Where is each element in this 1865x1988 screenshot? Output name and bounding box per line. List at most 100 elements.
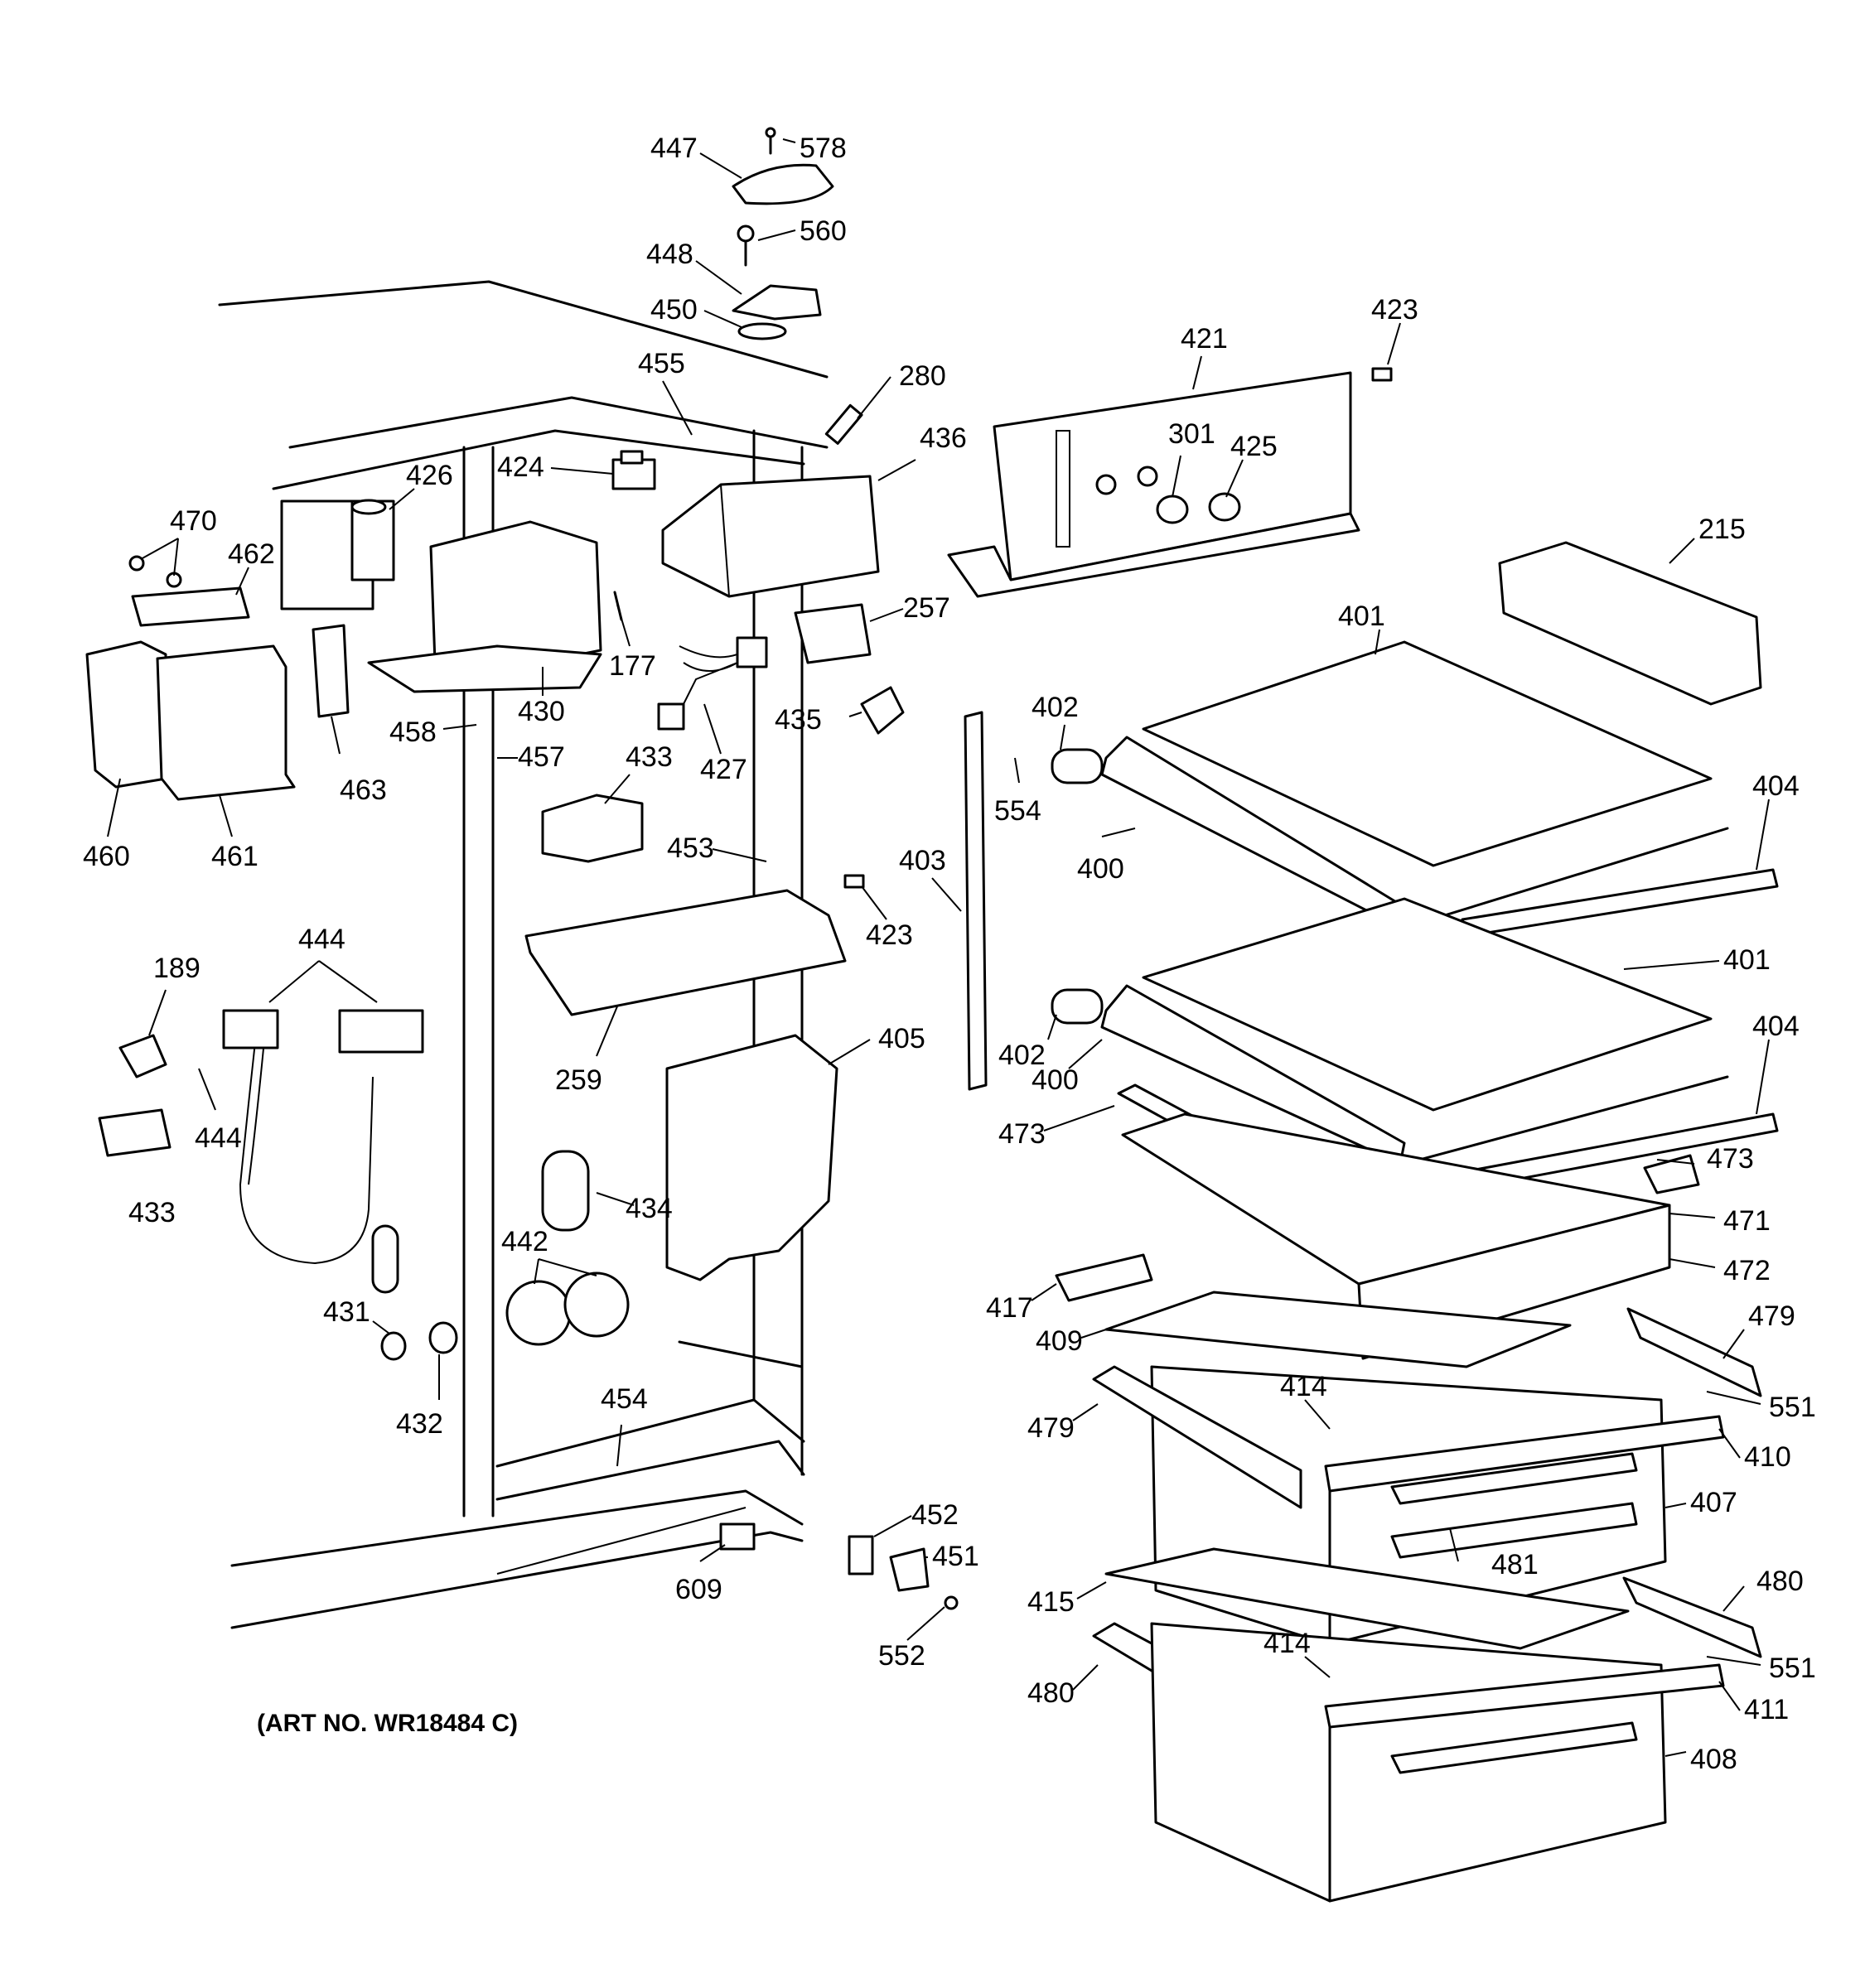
label-454: 454 — [601, 1383, 648, 1415]
label-436: 436 — [920, 422, 967, 454]
label-301: 301 — [1168, 418, 1215, 450]
slide-417 — [1055, 1253, 1153, 1302]
label-450: 450 — [650, 294, 698, 326]
label-430: 430 — [518, 696, 565, 727]
label-473-left: 473 — [998, 1118, 1046, 1150]
label-414-bottom: 414 — [1263, 1628, 1311, 1659]
label-552: 552 — [878, 1640, 925, 1672]
rail-479-left — [1092, 1365, 1302, 1509]
label-455: 455 — [638, 348, 685, 379]
label-444-mid: 444 — [195, 1122, 242, 1154]
shelf-bracket-402-mid — [1051, 988, 1104, 1025]
label-400-top: 400 — [1077, 853, 1124, 885]
fitting-189 — [118, 1034, 167, 1078]
label-460: 460 — [83, 841, 130, 872]
label-609: 609 — [675, 1574, 722, 1605]
plate-452 — [848, 1535, 874, 1575]
door-bin-215 — [1498, 541, 1762, 706]
label-427: 427 — [700, 754, 747, 785]
cold-control-442 — [505, 1271, 630, 1346]
screw-470 — [128, 555, 182, 588]
label-408: 408 — [1690, 1744, 1737, 1775]
housing-461 — [156, 644, 296, 801]
label-433-left: 433 — [128, 1197, 176, 1228]
bulb-431 — [380, 1331, 407, 1361]
label-425: 425 — [1230, 431, 1278, 462]
label-405: 405 — [878, 1023, 925, 1054]
top-hinge-448 — [732, 284, 822, 321]
grille-434 — [541, 1150, 590, 1232]
shelf-bracket-402-top — [1051, 748, 1104, 784]
housing-426 — [280, 499, 395, 610]
label-280: 280 — [899, 360, 946, 392]
label-426: 426 — [406, 460, 453, 491]
control-knob-301 — [1156, 495, 1189, 524]
support-473-right — [1643, 1154, 1700, 1194]
drawer-front-411 — [1324, 1663, 1725, 1774]
housing-460 — [85, 640, 167, 789]
label-471: 471 — [1723, 1205, 1771, 1237]
light-switch-257 — [794, 603, 872, 664]
shelf-trim-404-top — [1461, 868, 1779, 938]
label-259: 259 — [555, 1064, 602, 1096]
glass-415 — [1104, 1547, 1630, 1650]
label-480-left: 480 — [1027, 1677, 1075, 1709]
label-435: 435 — [775, 704, 822, 736]
label-472: 472 — [1723, 1255, 1771, 1286]
bumper-423-top — [1371, 367, 1393, 382]
control-knob-425 — [1208, 492, 1241, 522]
label-554: 554 — [994, 795, 1041, 827]
art-number: (ART NO. WR18484 C) — [257, 1710, 518, 1737]
bracket-463 — [312, 624, 350, 718]
label-434: 434 — [626, 1193, 673, 1224]
rail-479-right — [1626, 1307, 1762, 1397]
label-424: 424 — [497, 451, 544, 483]
light-socket-435 — [860, 686, 905, 735]
control-panel-421 — [947, 371, 1360, 598]
glass-shelf-401-top — [1142, 640, 1713, 867]
label-551-bottom: 551 — [1769, 1653, 1816, 1684]
label-470: 470 — [170, 505, 217, 537]
label-407: 407 — [1690, 1487, 1737, 1518]
screw-552 — [944, 1595, 959, 1610]
label-402-top: 402 — [1032, 692, 1079, 723]
label-177: 177 — [609, 650, 656, 682]
cover-259 — [524, 889, 847, 1016]
label-560: 560 — [800, 215, 847, 247]
part-280 — [824, 403, 863, 445]
label-473-right: 473 — [1707, 1143, 1754, 1175]
label-411: 411 — [1744, 1694, 1789, 1725]
rail-480-right — [1622, 1576, 1762, 1658]
label-451: 451 — [932, 1541, 979, 1572]
label-415: 415 — [1027, 1586, 1075, 1618]
shelf-ladder-403 — [964, 711, 988, 1091]
label-403: 403 — [899, 845, 946, 876]
label-458: 458 — [389, 717, 437, 748]
label-480-right: 480 — [1756, 1566, 1804, 1597]
label-479-left: 479 — [1027, 1412, 1075, 1444]
fan-433 — [541, 794, 644, 863]
label-400-mid: 400 — [1032, 1064, 1079, 1096]
glass-shelf-401-mid — [1142, 897, 1713, 1112]
opening-pad — [371, 1224, 399, 1294]
label-457: 457 — [518, 741, 565, 773]
drawer-front-410 — [1324, 1415, 1725, 1493]
label-414-top: 414 — [1280, 1371, 1327, 1402]
label-189: 189 — [153, 953, 201, 984]
label-215: 215 — [1698, 514, 1746, 545]
label-463: 463 — [340, 774, 387, 806]
leader-lines — [107, 138, 1770, 1757]
label-462: 462 — [228, 538, 275, 570]
label-453: 453 — [667, 832, 714, 864]
label-417: 417 — [986, 1292, 1033, 1324]
label-447: 447 — [650, 133, 698, 164]
label-401-top: 401 — [1338, 601, 1385, 632]
part-609 — [719, 1522, 756, 1551]
bracket-451 — [889, 1547, 930, 1592]
label-433-top: 433 — [626, 741, 673, 773]
shim-450 — [737, 322, 787, 340]
label-423-mid: 423 — [866, 919, 913, 951]
label-479-right: 479 — [1748, 1300, 1795, 1332]
label-257: 257 — [903, 592, 950, 624]
